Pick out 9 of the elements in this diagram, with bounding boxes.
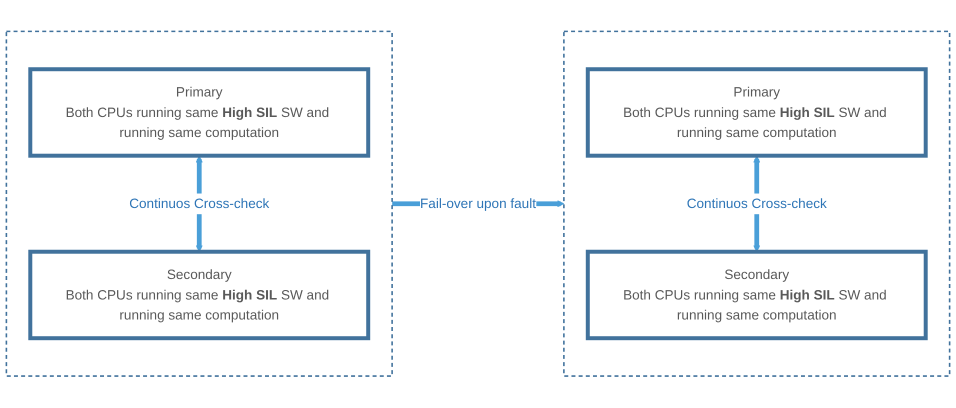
node-box: Secondary Both CPUs running same High SIL SW and running same computation	[28, 250, 370, 340]
cluster	[563, 30, 950, 378]
edge-label: Continuos Cross-check	[129, 196, 270, 212]
node-box: Primary Both CPUs running same High SIL SW and running same computation	[28, 68, 370, 158]
edge-label: Fail-over upon fault	[420, 196, 536, 212]
node-box: Secondary Both CPUs running same High SIL SW and running same computation	[586, 250, 928, 340]
cluster	[6, 30, 393, 378]
edge-label: Continuos Cross-check	[686, 196, 827, 212]
node-box: Primary Both CPUs running same High SIL SW and running same computation	[586, 68, 928, 158]
